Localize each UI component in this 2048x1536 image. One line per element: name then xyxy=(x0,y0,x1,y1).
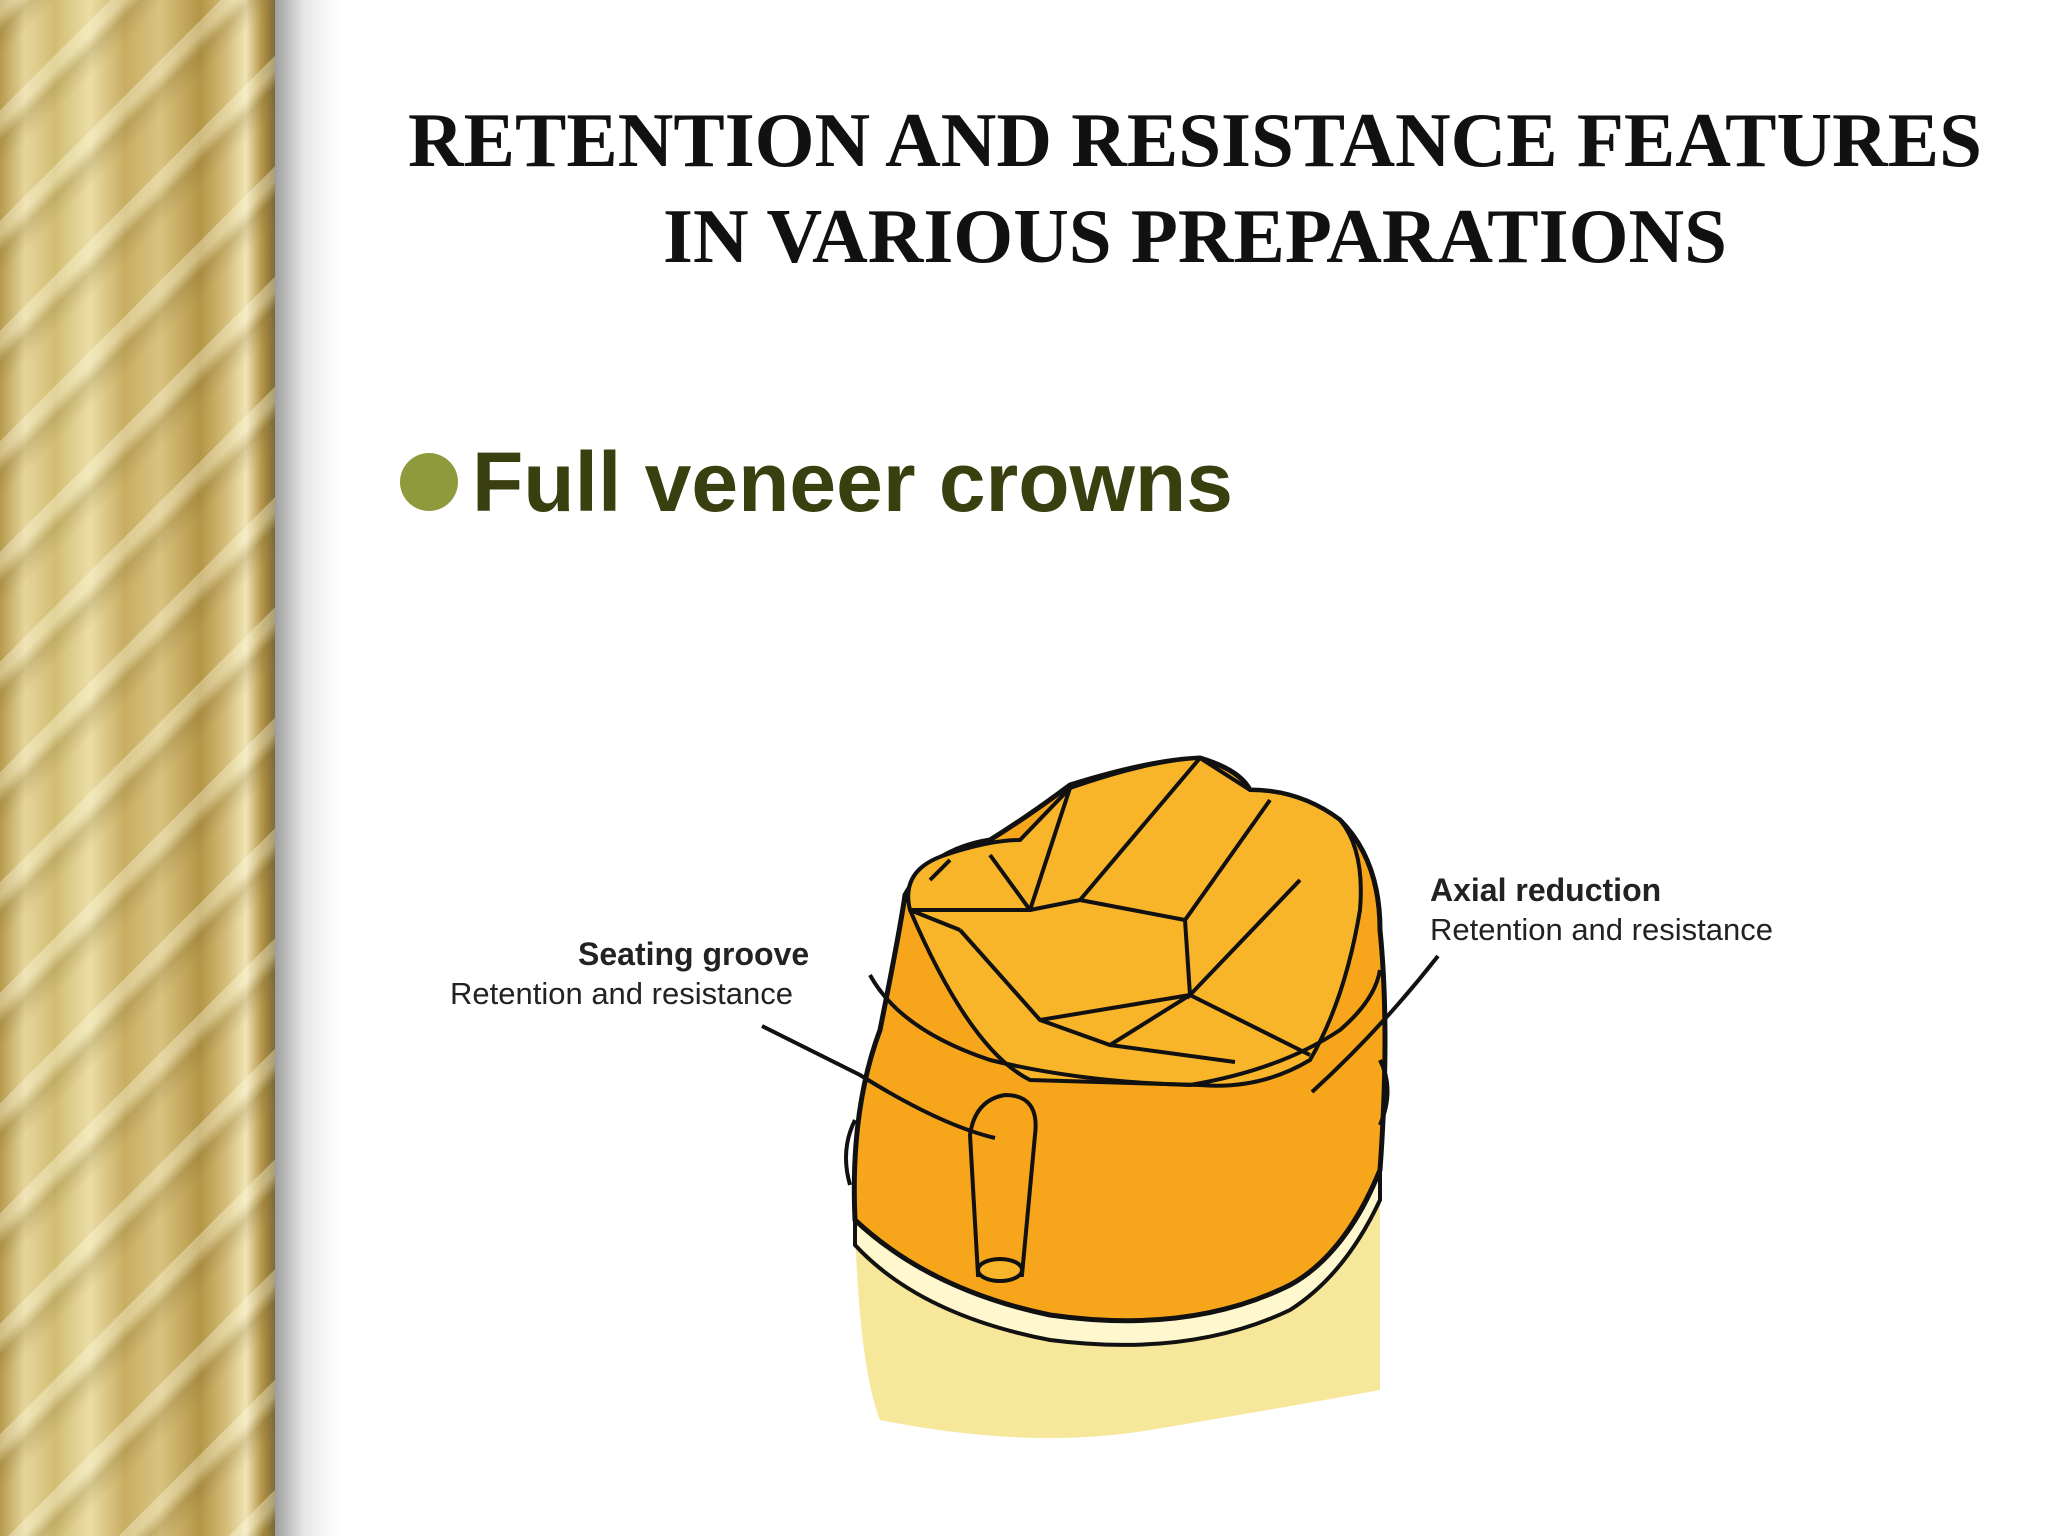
crown-preparation-illustration: Seating groove Retention and resistance … xyxy=(430,730,1810,1470)
tooth-drawing xyxy=(761,755,1440,1438)
proximal-groove-left xyxy=(844,1119,857,1186)
side-band-shadow xyxy=(275,0,340,1536)
proximal-groove-right xyxy=(1378,1059,1390,1126)
slide-title: RETENTION AND RESISTANCE FEATURES IN VAR… xyxy=(350,92,2040,284)
bullet-item: Full veneer crowns xyxy=(400,432,1233,532)
axial-reduction-label: Axial reduction xyxy=(1430,872,1662,908)
cusp-ridges xyxy=(909,756,1311,1064)
decorative-side-band xyxy=(0,0,275,1536)
bullet-dot-icon xyxy=(400,453,458,511)
bullet-text: Full veneer crowns xyxy=(472,434,1233,529)
leader-line-axial-reduction xyxy=(1310,954,1440,1094)
seating-groove-base xyxy=(976,1257,1024,1283)
seating-groove-label: Seating groove xyxy=(578,936,810,972)
slide-title-line-1: RETENTION AND RESISTANCE FEATURES xyxy=(408,97,1982,183)
leader-line-seating-groove xyxy=(761,1024,996,1140)
seating-groove xyxy=(967,1092,1038,1277)
seating-groove-caption: Retention and resistance xyxy=(450,976,793,1011)
slide-title-line-2: IN VARIOUS PREPARATIONS xyxy=(663,193,1727,279)
crown-margin-line xyxy=(868,969,1382,1088)
axial-reduction-caption: Retention and resistance xyxy=(1430,912,1773,947)
